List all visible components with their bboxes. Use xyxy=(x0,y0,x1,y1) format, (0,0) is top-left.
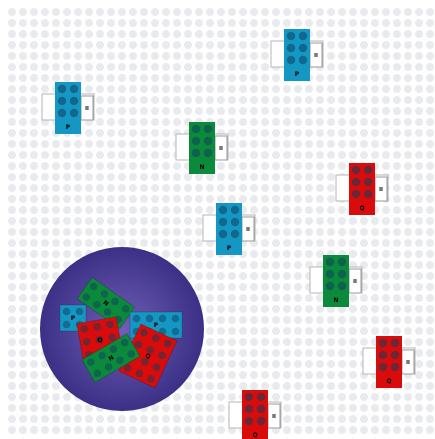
stud xyxy=(338,270,346,278)
piece-letter: P xyxy=(227,245,232,252)
piece-letter: N xyxy=(333,297,338,304)
stud xyxy=(379,339,387,347)
tab-label: II xyxy=(314,53,318,59)
stud xyxy=(70,97,78,105)
stud xyxy=(287,32,295,40)
stud xyxy=(391,363,399,371)
bin-brick-letter: P xyxy=(154,322,159,329)
stud xyxy=(257,405,265,413)
stud xyxy=(364,178,372,186)
stud xyxy=(299,56,307,64)
stud xyxy=(326,258,334,266)
stud xyxy=(379,363,387,371)
piece-letter: Q xyxy=(359,205,364,212)
tab-label: II xyxy=(272,414,276,420)
stud xyxy=(219,218,227,226)
stud xyxy=(70,85,78,93)
stud xyxy=(70,109,78,117)
stud xyxy=(379,351,387,359)
stud xyxy=(391,351,399,359)
stud xyxy=(326,270,334,278)
tab-label: II xyxy=(219,146,223,152)
stud xyxy=(352,190,360,198)
piece-letter: P xyxy=(295,71,300,78)
stud xyxy=(391,339,399,347)
stud xyxy=(192,137,200,145)
stud xyxy=(231,206,239,214)
stud xyxy=(364,190,372,198)
stud xyxy=(257,417,265,425)
stud xyxy=(287,44,295,52)
stud xyxy=(338,282,346,290)
stud xyxy=(338,258,346,266)
piece-letter: Q xyxy=(386,378,391,385)
stud xyxy=(192,149,200,157)
piece-letter: N xyxy=(199,164,204,171)
stud xyxy=(245,417,253,425)
stud xyxy=(204,125,212,133)
tab-label: II xyxy=(379,187,383,193)
stud xyxy=(257,393,265,401)
stud xyxy=(58,97,66,105)
stud xyxy=(326,282,334,290)
stud xyxy=(204,149,212,157)
piece-letter: P xyxy=(66,124,71,131)
tab-label: II xyxy=(353,279,357,285)
tab-label: II xyxy=(85,106,89,112)
stud xyxy=(58,85,66,93)
stud xyxy=(219,206,227,214)
stud xyxy=(352,166,360,174)
stud xyxy=(204,137,212,145)
stud xyxy=(352,178,360,186)
tab-label: II xyxy=(406,360,410,366)
tab-label: II xyxy=(246,227,250,233)
stud xyxy=(287,56,295,64)
stud xyxy=(231,218,239,226)
piece-letter: Q xyxy=(252,432,257,439)
stud xyxy=(299,44,307,52)
stud xyxy=(245,393,253,401)
stud xyxy=(58,109,66,117)
stud xyxy=(364,166,372,174)
stud xyxy=(231,230,239,238)
stud xyxy=(192,125,200,133)
stud xyxy=(245,405,253,413)
stud xyxy=(299,32,307,40)
bin-brick-letter: P xyxy=(71,315,76,322)
stud xyxy=(219,230,227,238)
